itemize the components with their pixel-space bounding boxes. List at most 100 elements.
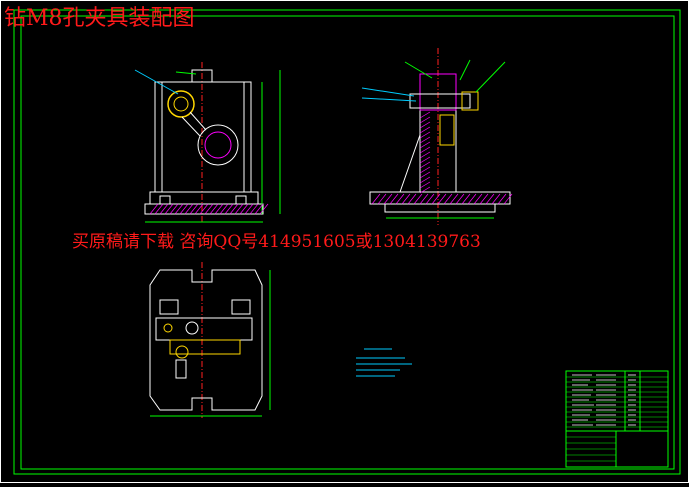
hatch-line — [497, 193, 507, 205]
connecting-arm-edge — [181, 116, 201, 137]
hatch-line — [371, 193, 381, 205]
hatch-line — [419, 121, 431, 129]
side-section-view — [361, 48, 511, 225]
hatch-line — [199, 203, 209, 215]
hatch-line — [159, 203, 169, 215]
hatch-line — [413, 193, 423, 205]
hatch-line — [419, 151, 431, 159]
hatch-line — [189, 203, 199, 215]
side-view-base-lower — [384, 203, 496, 213]
hatch-line — [419, 171, 431, 179]
leader-line — [361, 87, 415, 97]
hatch-line — [455, 193, 465, 205]
technical-requirements-notes — [356, 348, 412, 377]
hatch-line — [419, 126, 431, 134]
hatch-line — [419, 136, 431, 144]
workpiece-small-bore — [173, 96, 189, 112]
hatch-line — [179, 203, 189, 215]
top-view-slot — [231, 299, 251, 315]
hatch-line — [249, 203, 259, 215]
hatch-line — [419, 186, 431, 194]
hatch-line — [419, 176, 431, 184]
sheet-inner-frame — [20, 15, 675, 470]
hatch-line — [389, 193, 399, 205]
hatch-line — [209, 203, 219, 215]
front-view — [134, 62, 281, 223]
leader-line — [361, 97, 417, 102]
hatch-line — [169, 203, 179, 215]
hatch-line — [244, 203, 254, 215]
side-view-locating-pin — [439, 114, 455, 146]
hatch-line — [377, 193, 387, 205]
hatch-line — [419, 166, 431, 174]
hatch-line — [467, 193, 477, 205]
front-view-hatching — [149, 203, 269, 215]
drill-bushing — [191, 69, 213, 83]
top-view-clamp-jaw — [169, 339, 241, 355]
sheet-outer-frame — [13, 9, 681, 475]
hatch-line — [395, 193, 405, 205]
leader-line — [475, 61, 506, 93]
front-view-foot — [159, 195, 171, 205]
side-view-rib — [399, 134, 421, 193]
hatch-line — [419, 193, 429, 205]
hatch-line — [259, 203, 269, 215]
front-view-base — [149, 191, 259, 205]
hatch-line — [479, 193, 489, 205]
leader-line — [404, 61, 433, 79]
title-block-frame — [565, 370, 669, 468]
hatch-line — [204, 203, 214, 215]
side-view-hatching — [371, 111, 513, 205]
hatch-line — [473, 193, 483, 205]
hatch-line — [219, 203, 229, 215]
top-view-slot — [159, 299, 179, 315]
hatch-line — [401, 193, 411, 205]
hatch-line — [164, 203, 174, 215]
promo-text: 买原稿请下载 咨询QQ号414951605或1304139763 — [72, 232, 481, 252]
hatch-line — [383, 193, 393, 205]
title-block-rows — [566, 376, 668, 462]
hatch-line — [431, 193, 441, 205]
hatch-line — [419, 181, 431, 189]
hatch-line — [425, 193, 435, 205]
front-view-base-plate — [144, 203, 264, 215]
front-view-foot — [235, 195, 247, 205]
workpiece-small-ring — [167, 90, 195, 118]
top-view-screw — [175, 359, 187, 379]
hatch-line — [149, 203, 159, 215]
leader-line — [134, 69, 179, 95]
top-view-pin — [163, 323, 173, 333]
hatch-line — [419, 161, 431, 169]
hatch-line — [419, 131, 431, 139]
hatch-line — [419, 116, 431, 124]
hatch-line — [485, 193, 495, 205]
hatch-line — [229, 203, 239, 215]
side-view-nut — [461, 91, 479, 111]
workpiece-bore — [204, 131, 232, 159]
parts-list-entries — [572, 374, 636, 426]
connecting-arm-edge — [189, 111, 207, 131]
hatch-line — [174, 203, 184, 215]
hatch-line — [154, 203, 164, 215]
hatch-line — [224, 203, 234, 215]
hatch-line — [407, 193, 417, 205]
hatch-line — [239, 203, 249, 215]
top-view-bolt — [185, 321, 199, 335]
top-view-base-outline — [149, 269, 263, 411]
hatch-line — [437, 193, 447, 205]
hatch-line — [491, 193, 501, 205]
drawing-title: 钻M8孔夹具装配图 — [4, 6, 195, 31]
side-view-clamp-head — [419, 73, 457, 111]
side-view-clamp-bar — [409, 93, 471, 109]
top-view-clamp-plate — [155, 317, 253, 341]
hatch-line — [461, 193, 471, 205]
hatch-line — [503, 193, 513, 205]
hatch-line — [419, 146, 431, 154]
hatch-line — [419, 141, 431, 149]
hatch-line — [234, 203, 244, 215]
hatch-line — [449, 193, 459, 205]
hatch-line — [419, 111, 431, 119]
top-view-knob — [175, 345, 189, 359]
